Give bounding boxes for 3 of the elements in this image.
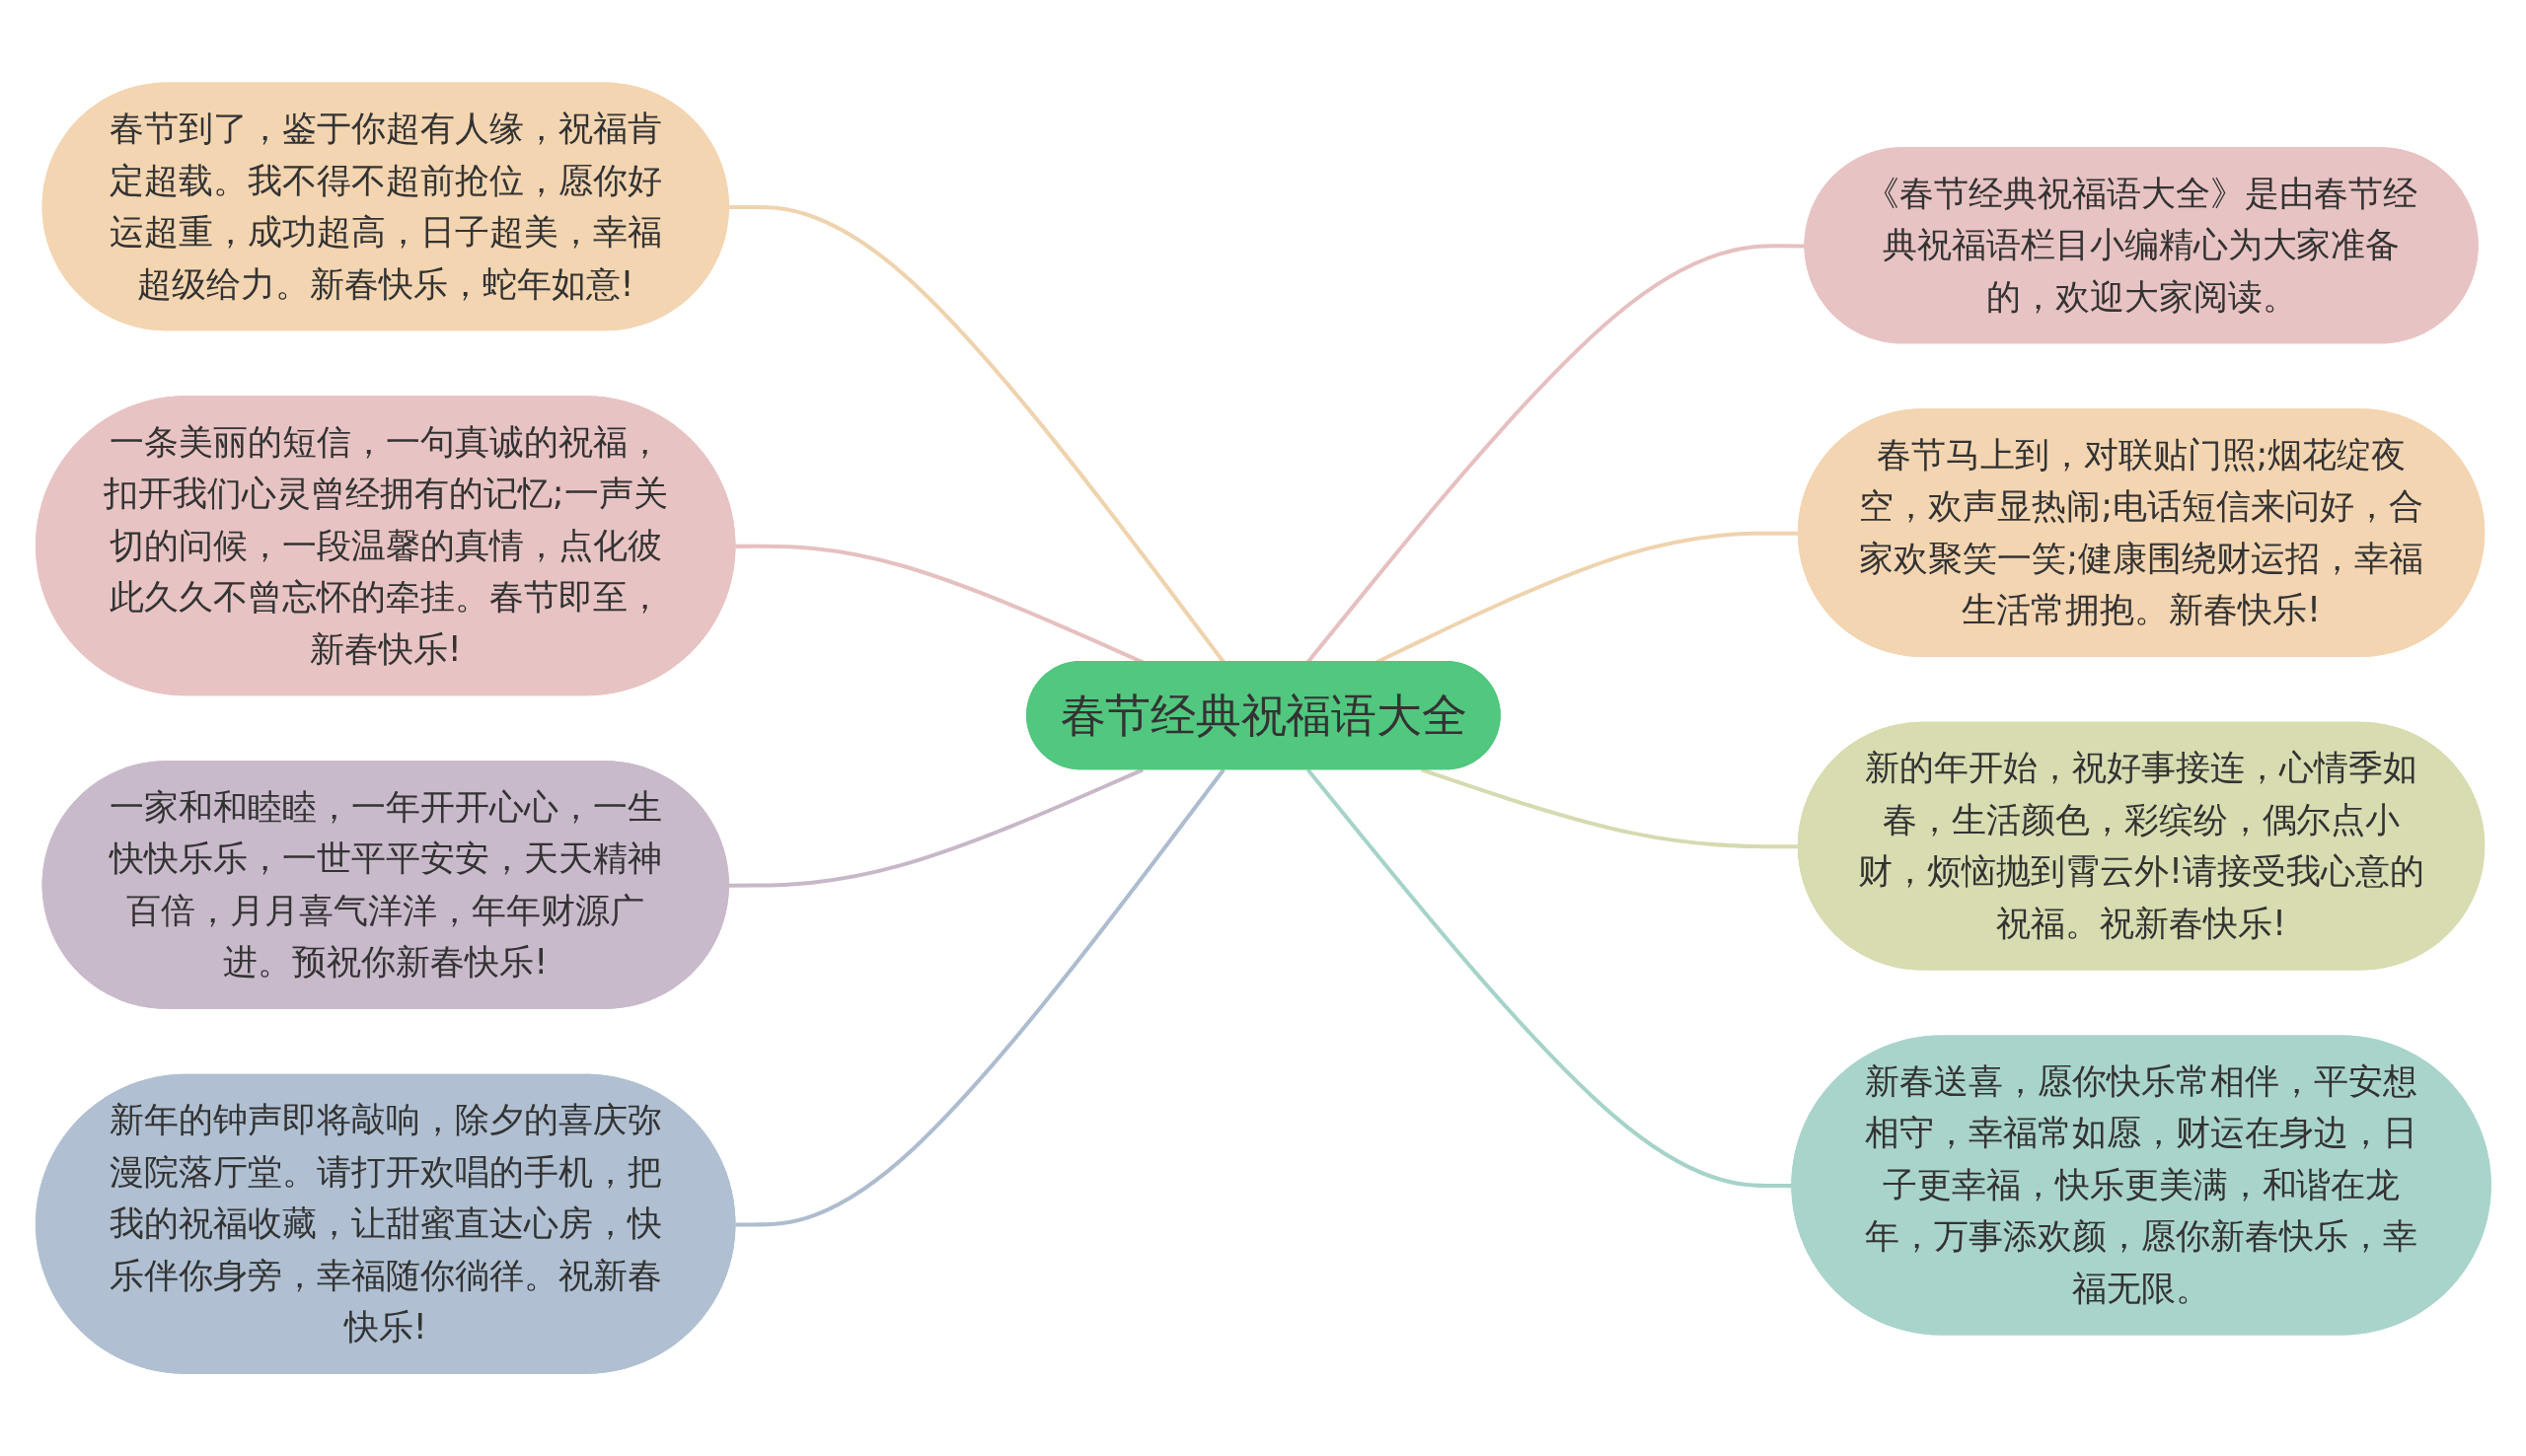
connector bbox=[728, 767, 1144, 888]
connector bbox=[1420, 767, 1799, 849]
connector bbox=[734, 767, 1226, 1227]
